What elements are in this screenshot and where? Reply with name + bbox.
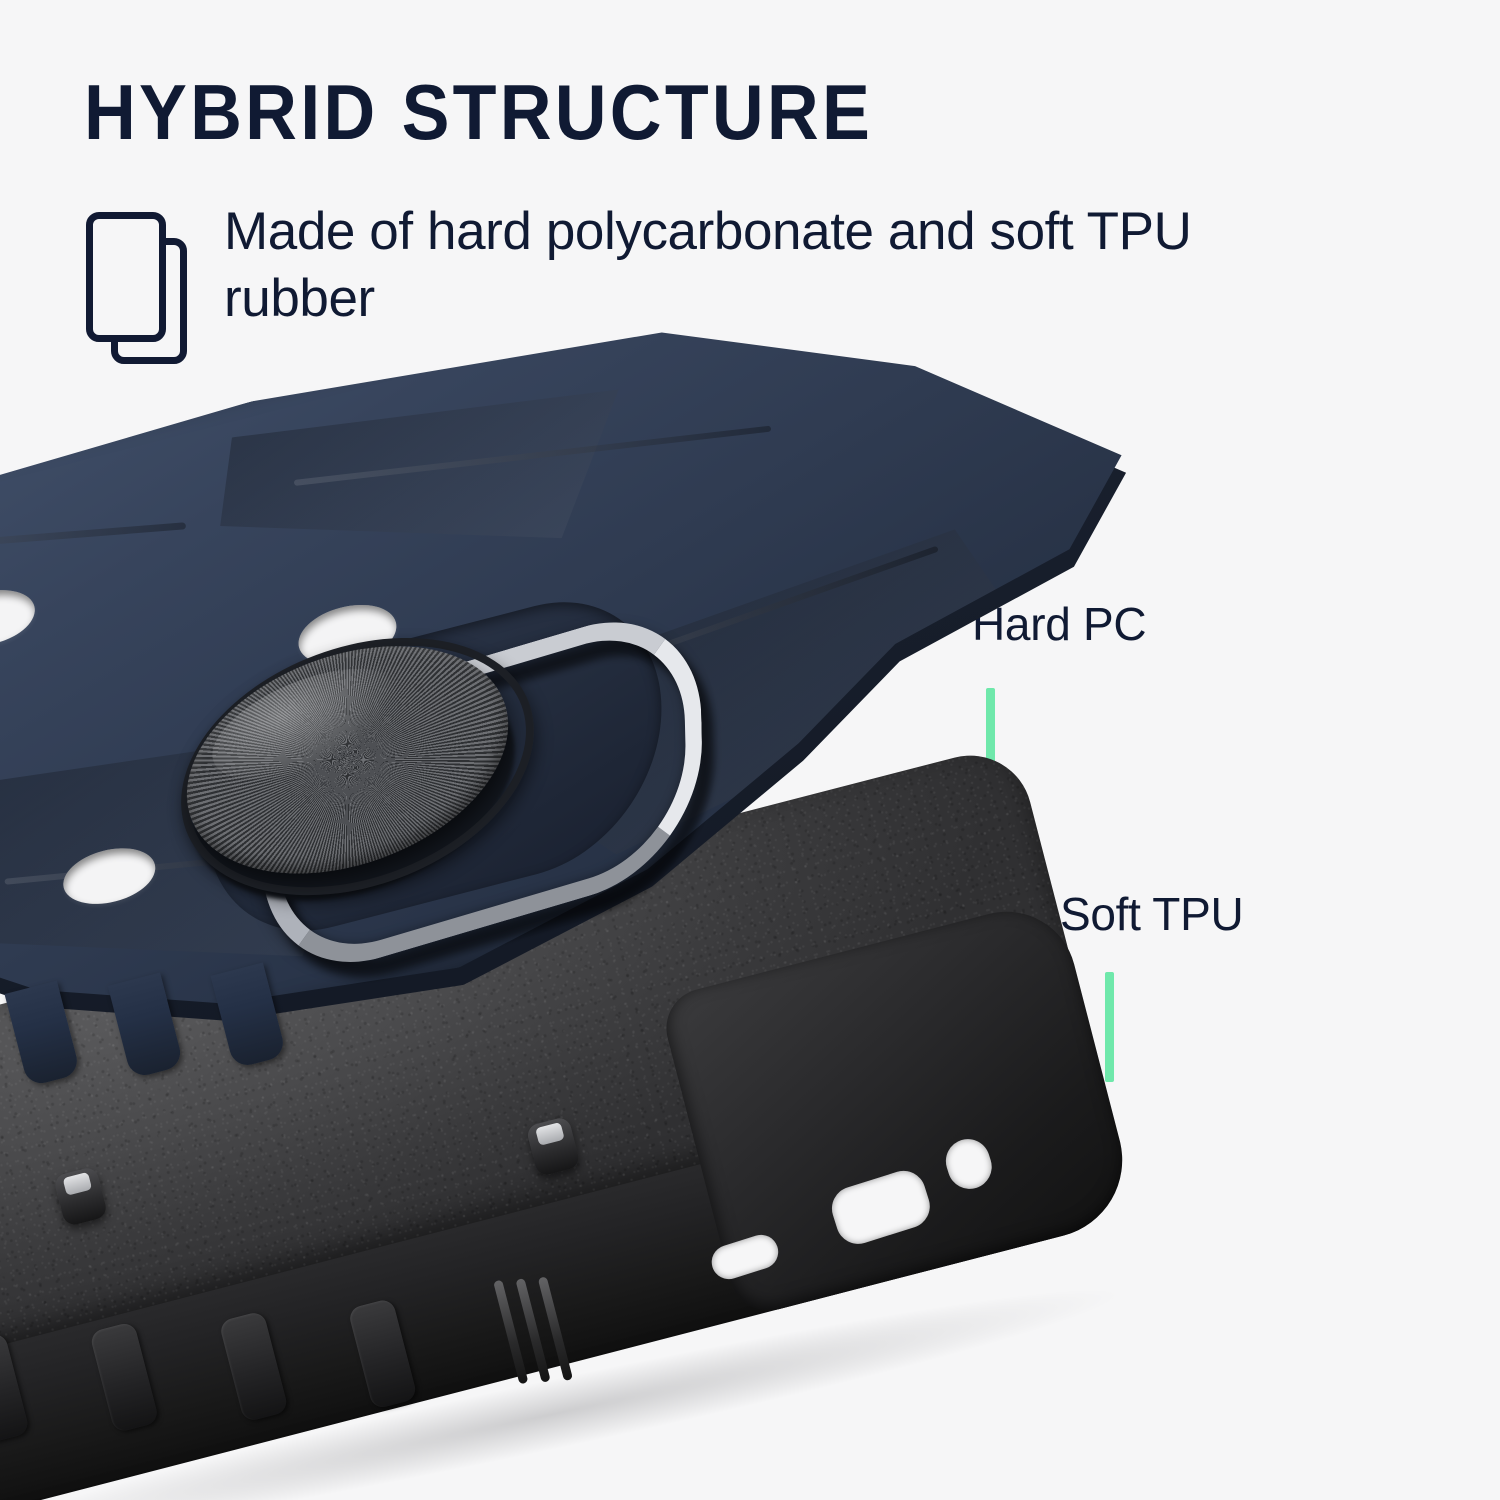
phone-layers-icon xyxy=(84,208,202,364)
product-image xyxy=(0,400,1500,1500)
callout-label-soft-tpu: Soft TPU xyxy=(1060,888,1244,940)
feature-row: Made of hard polycarbonate and soft TPU … xyxy=(84,198,1264,364)
callout-label-hard-pc: Hard PC xyxy=(972,598,1147,650)
leader-line-hard-pc xyxy=(986,688,995,801)
pc-facet-wedge xyxy=(0,506,58,782)
layers-icon-front-sheet xyxy=(86,212,166,342)
header-block: HYBRID STRUCTURE Made of hard polycarbon… xyxy=(84,68,1264,364)
feature-description: Made of hard polycarbonate and soft TPU … xyxy=(224,202,1192,328)
pc-vent-hole xyxy=(0,581,41,654)
leader-line-soft-tpu xyxy=(1105,972,1114,1082)
pc-engraved-line xyxy=(0,522,186,562)
page-title: HYBRID STRUCTURE xyxy=(84,68,874,156)
